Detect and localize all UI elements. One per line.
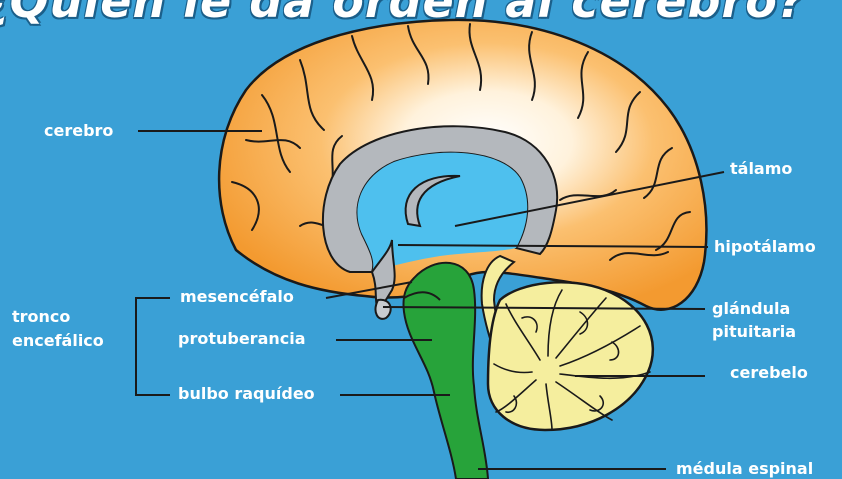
label-mesencefalo: mesencéfalo [180, 287, 294, 307]
label-talamo: tálamo [730, 159, 792, 179]
cerebellum-shape [488, 282, 653, 430]
label-tronco-line1: tronco [12, 307, 70, 327]
label-glandula-line1: glándula [712, 299, 790, 319]
tronco-bracket [136, 298, 170, 395]
label-cerebelo: cerebelo [730, 363, 808, 383]
label-glandula-line2: pituitaria [712, 322, 796, 342]
pituitary-stalk [376, 300, 391, 319]
label-protuberancia: protuberancia [178, 329, 306, 349]
label-cerebro: cerebro [44, 121, 113, 141]
label-bulbo: bulbo raquídeo [178, 384, 315, 404]
label-medula: médula espinal [676, 459, 813, 479]
label-tronco-line2: encefálico [12, 331, 104, 351]
label-hipotalamo: hipotálamo [714, 237, 816, 257]
brainstem [403, 263, 488, 479]
